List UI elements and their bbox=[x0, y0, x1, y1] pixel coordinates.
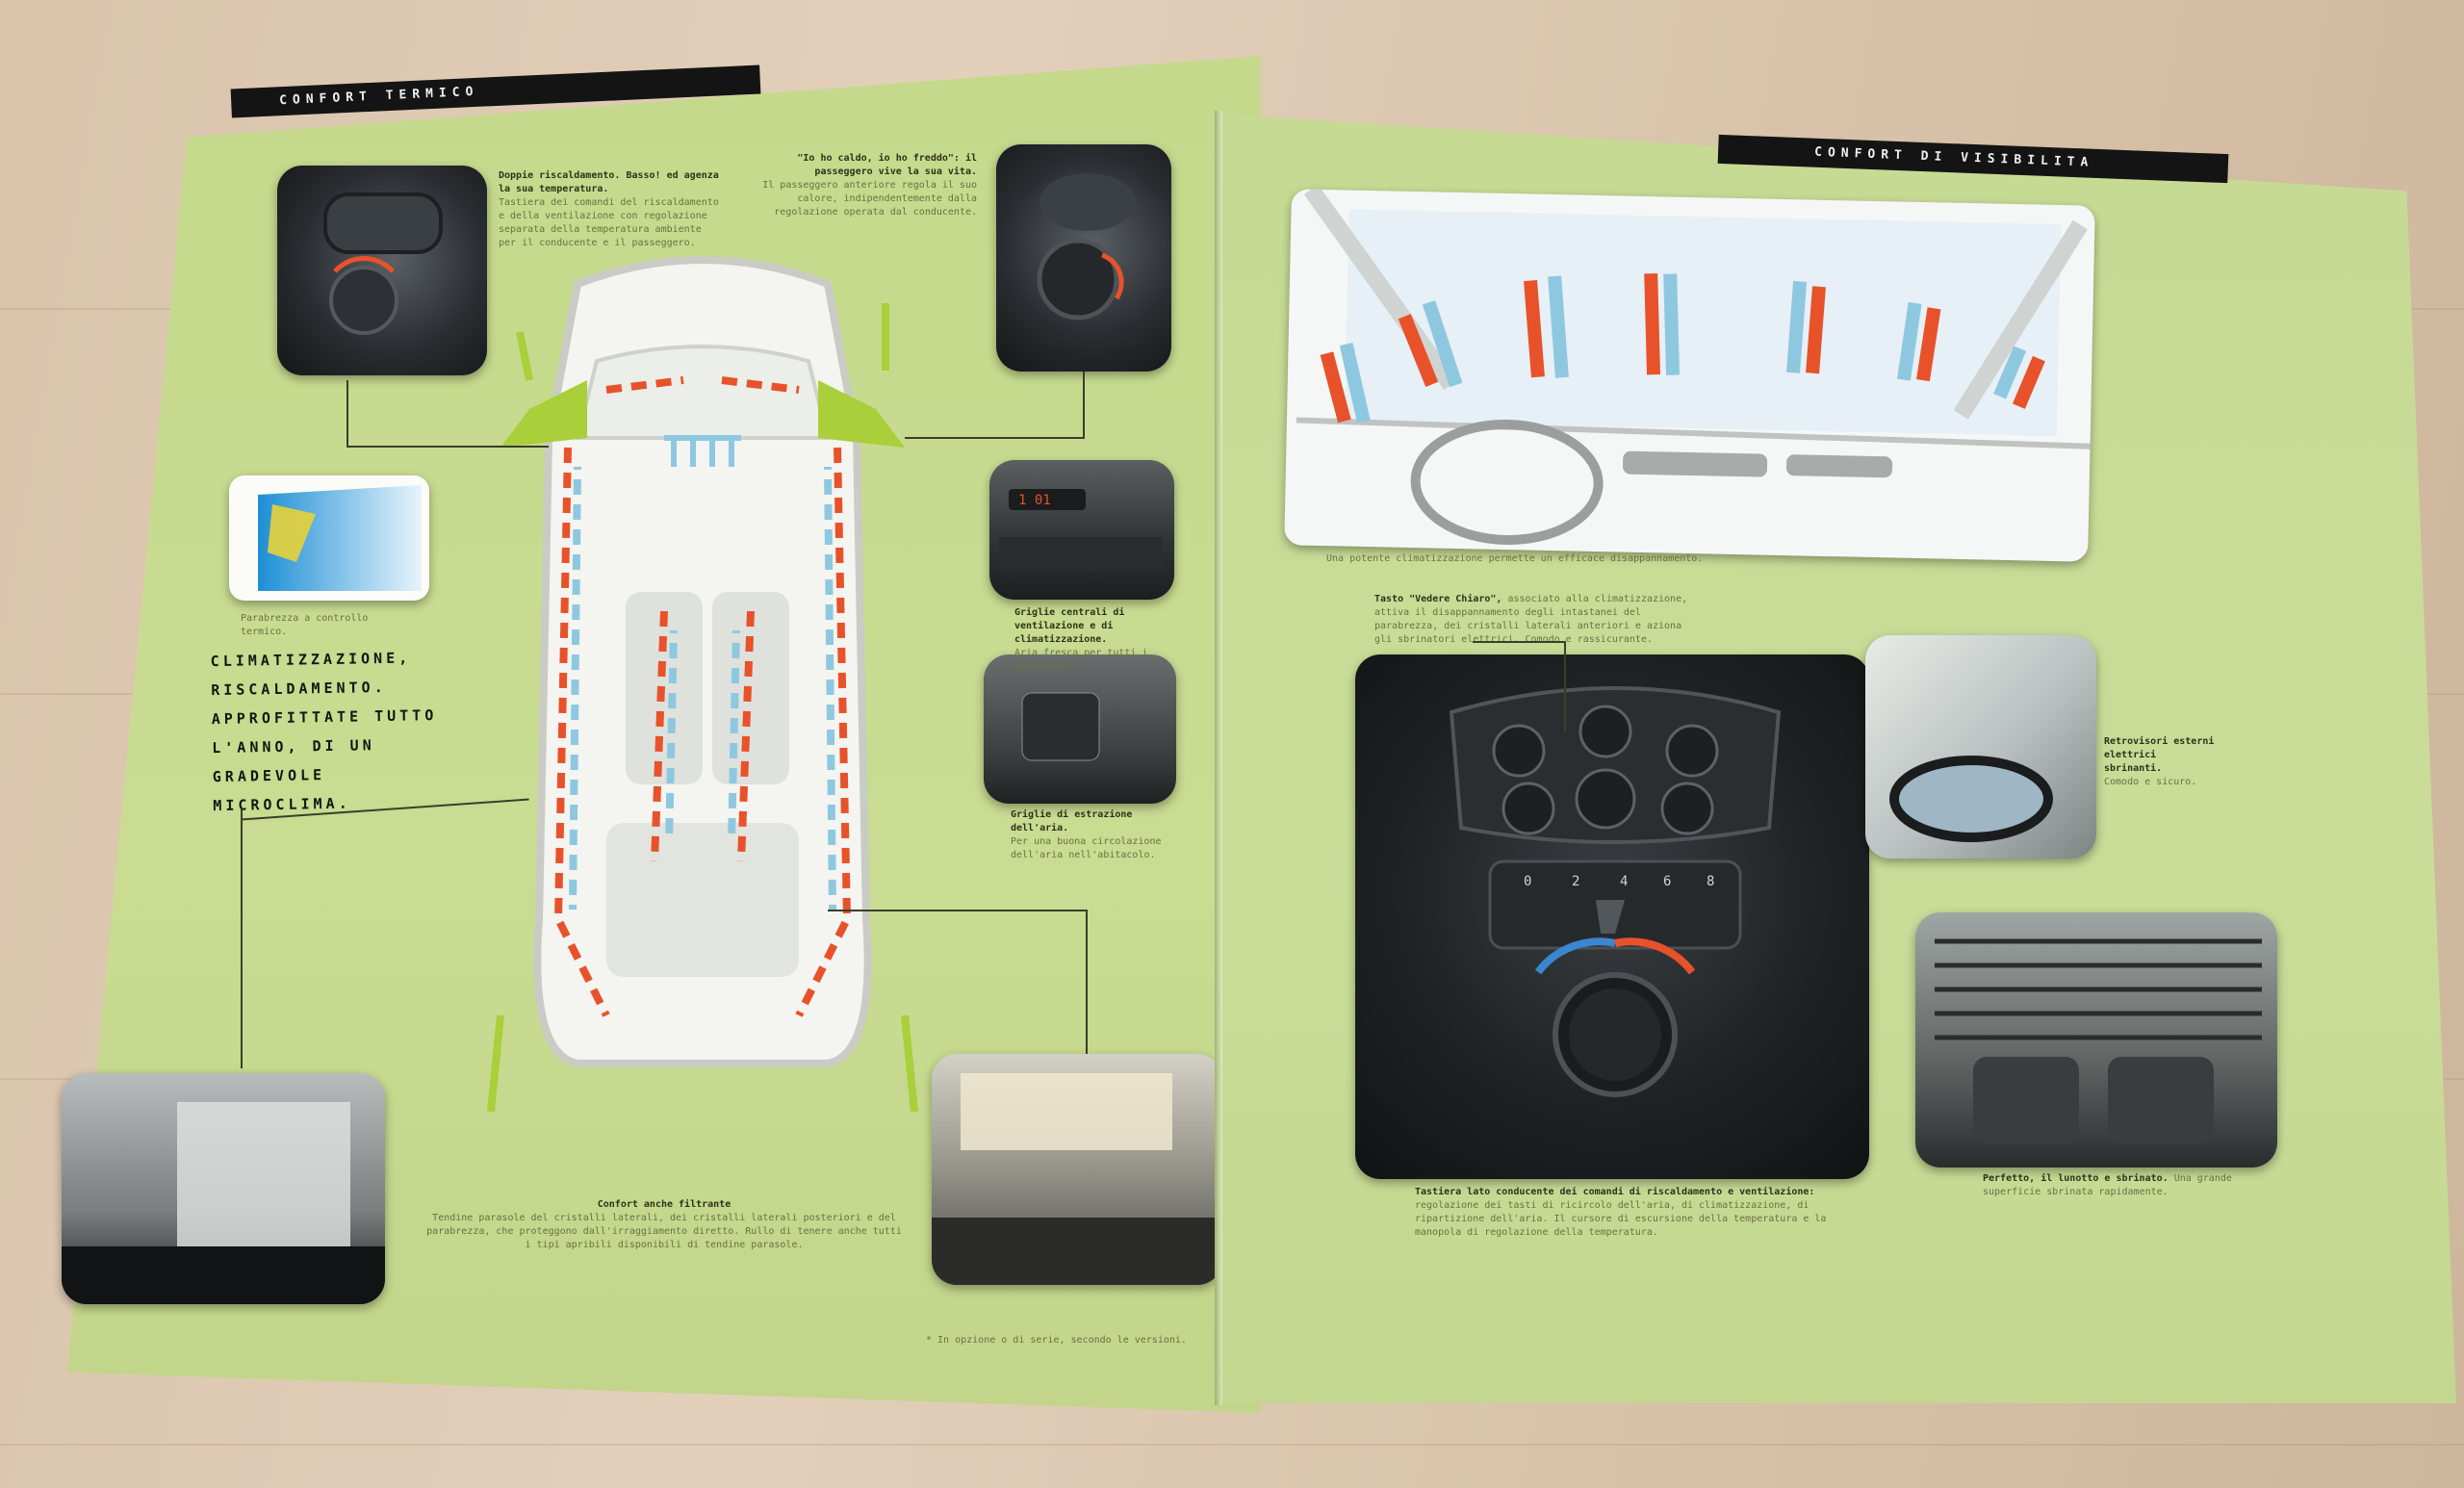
caption-central-vents: Griglie centrali di ventilazione e di cl… bbox=[1014, 606, 1188, 674]
headline-line-3: APPROFITTATE TUTTO bbox=[211, 706, 438, 729]
caption-vedere-chiaro: Tasto "Vedere Chiaro", associato alla cl… bbox=[1374, 593, 1692, 647]
fan-scale-0: 0 bbox=[1524, 874, 1531, 889]
headline-line-1: CLIMATIZZAZIONE, bbox=[210, 649, 412, 671]
rear-window-graphic bbox=[1935, 938, 2262, 1143]
photo-climate-console: 0 2 4 6 8 bbox=[1355, 654, 1869, 1179]
photo-central-vents: 1 01 bbox=[989, 460, 1174, 600]
caption-console: Tastiera lato conducente dei comandi di … bbox=[1415, 1186, 1858, 1240]
connector-line-7 bbox=[828, 910, 1088, 911]
window-blind-graphic bbox=[62, 1102, 385, 1304]
thermal-chart-graphic bbox=[258, 485, 422, 591]
mirror-graphic bbox=[1889, 756, 2053, 842]
sunroof-graphic bbox=[932, 1073, 1222, 1285]
photo-heated-rear-window bbox=[1915, 912, 2277, 1167]
caption-central-vents-title: Griglie centrali di ventilazione e di cl… bbox=[1014, 607, 1125, 645]
caption-bottom: Confort anche filtrante Tendine parasole… bbox=[424, 1198, 905, 1252]
recirculation-button[interactable] bbox=[1492, 724, 1546, 778]
caption-extraction-body: Per una buona circolazione dell'aria nel… bbox=[1011, 836, 1162, 860]
airflow-face-button[interactable] bbox=[1660, 782, 1714, 835]
connector-line-9 bbox=[1564, 641, 1566, 732]
passenger-knob-graphic bbox=[1037, 173, 1136, 321]
caption-console-title: Tastiera lato conducente dei comandi di … bbox=[1415, 1187, 1815, 1197]
fan-scale-4: 4 bbox=[1620, 874, 1628, 889]
photo-dual-control-panel bbox=[277, 166, 487, 375]
page-gutter bbox=[1215, 111, 1222, 1405]
headline-line-2: RISCALDAMENTO. bbox=[211, 678, 387, 700]
caption-rear-window-body: Una grande superficie sbrinata rapidamen… bbox=[1983, 1173, 2232, 1197]
caption-bottom-title: Confort anche filtrante bbox=[597, 1199, 732, 1210]
connector-line-10 bbox=[1473, 641, 1565, 643]
caption-bottom-body: Tendine parasole del cristalli laterali,… bbox=[426, 1213, 902, 1250]
photo-extraction-vent bbox=[984, 654, 1176, 804]
climate-console-graphic: 0 2 4 6 8 bbox=[1449, 686, 1782, 1097]
photo-sunroof-blind bbox=[932, 1054, 1222, 1285]
ac-button[interactable] bbox=[1665, 724, 1719, 778]
extraction-vent-graphic bbox=[1021, 692, 1100, 761]
connector-line-2 bbox=[346, 446, 549, 448]
headline: CLIMATIZZAZIONE, RISCALDAMENTO. APPROFIT… bbox=[210, 643, 444, 820]
airflow-mix-button[interactable] bbox=[1575, 768, 1636, 830]
footer-note: * In opzione o di serie, secondo le vers… bbox=[926, 1335, 1187, 1346]
fan-scale-2: 2 bbox=[1572, 874, 1579, 889]
caption-mirror: Retrovisori esterni elettrici sbrinanti.… bbox=[2104, 735, 2220, 789]
caption-mirror-title: Retrovisori esterni elettrici sbrinanti. bbox=[2104, 736, 2215, 774]
vedere-chiaro-button[interactable] bbox=[1578, 705, 1632, 758]
car-airflow-diagram bbox=[487, 256, 918, 1112]
caption-top-right-title: "Io ho caldo, io ho freddo": il passegge… bbox=[797, 153, 977, 177]
windshield-graphic bbox=[1296, 189, 2091, 546]
connector-line-6 bbox=[241, 808, 243, 1068]
caption-windshield: Una potente climatizzazione permette un … bbox=[1326, 553, 1704, 564]
windshield-defog-illustration bbox=[1284, 189, 2095, 562]
thermal-windshield-chart-card bbox=[229, 475, 429, 601]
headline-line-4: L'ANNO, DI UN bbox=[212, 736, 375, 757]
chart-card-caption: Parabrezza a controllo termico. bbox=[241, 613, 369, 637]
photo-heated-mirror bbox=[1865, 635, 2096, 859]
caption-rear-window: Perfetto, il lunotto e sbrinato. Una gra… bbox=[1983, 1172, 2272, 1199]
svg-text:1 01: 1 01 bbox=[1018, 493, 1051, 508]
connector-line-4 bbox=[905, 437, 1085, 439]
vent-grille-graphic: 1 01 bbox=[999, 489, 1163, 571]
caption-top-left-body: Tastiera dei comandi del riscaldamento e… bbox=[499, 197, 719, 248]
photo-rear-window-blind bbox=[62, 1073, 385, 1304]
caption-extraction: Griglie di estrazione dell'aria. Per una… bbox=[1011, 808, 1184, 862]
caption-vedere-chiaro-body: associato alla climatizzazione, attiva i… bbox=[1374, 594, 1688, 645]
caption-rear-window-title: Perfetto, il lunotto e sbrinato. bbox=[1983, 1173, 2169, 1184]
caption-vedere-chiaro-title: Tasto "Vedere Chiaro", bbox=[1374, 594, 1502, 604]
connector-line-1 bbox=[346, 380, 348, 448]
caption-top-right: "Io ho caldo, io ho freddo": il passegge… bbox=[760, 152, 977, 219]
caption-top-left: Doppie riscaldamento. Basso! ed agenza l… bbox=[499, 169, 720, 250]
control-panel-graphic bbox=[323, 192, 443, 335]
connector-line-8 bbox=[1086, 910, 1088, 1054]
caption-top-left-title: Doppie riscaldamento. Basso! ed agenza l… bbox=[499, 170, 719, 194]
connector-line-3 bbox=[1083, 372, 1085, 439]
photo-passenger-control bbox=[996, 144, 1171, 372]
caption-central-vents-body: Aria fresca per tutti i passeggeri. bbox=[1014, 648, 1148, 672]
fan-scale-6: 6 bbox=[1663, 874, 1671, 889]
fan-scale-8: 8 bbox=[1707, 874, 1714, 889]
caption-mirror-body: Comodo e sicuro. bbox=[2104, 777, 2197, 787]
fan-slider-handle[interactable] bbox=[1596, 900, 1625, 934]
caption-top-right-body: Il passeggero anteriore regola il suo ca… bbox=[762, 180, 977, 218]
headline-line-5: GRADEVOLE MICROCLIMA. bbox=[212, 766, 351, 815]
caption-console-body: regolazione dei tasti di ricircolo dell'… bbox=[1415, 1200, 1827, 1238]
caption-extraction-title: Griglie di estrazione dell'aria. bbox=[1011, 809, 1133, 834]
airflow-feet-button[interactable] bbox=[1502, 782, 1555, 835]
